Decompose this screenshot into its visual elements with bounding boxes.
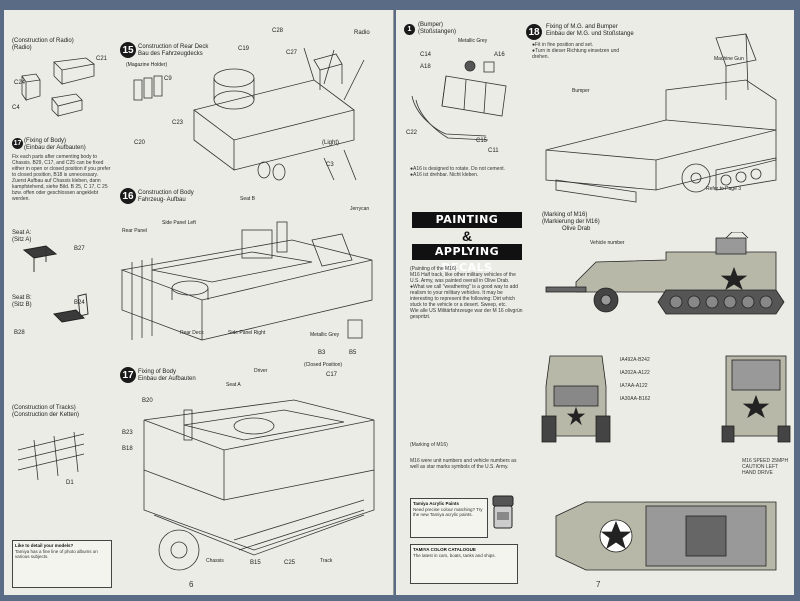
bumper-number: 1 xyxy=(404,24,415,35)
step18-drawing xyxy=(545,33,777,203)
right-page: 1 (Bumper) (Stoßstangen) Metallic Grey C… xyxy=(396,10,794,595)
step18-text: ●Fit in fine position and set.●Turn in d… xyxy=(532,42,620,60)
top-view-vehicle xyxy=(555,501,777,571)
painting-header: PAINTING & APPLYING DECALS xyxy=(412,212,522,274)
side-view-vehicle xyxy=(545,232,785,315)
bumper-drawing xyxy=(411,60,507,141)
seat-a-drawing xyxy=(22,245,58,272)
marking-top-title: (Marking of M16) (Markierung der M16) Ol… xyxy=(542,212,600,232)
left-page: (Construction of Radio) (Radio) C21 C24 … xyxy=(4,10,394,595)
seat-a-title: Seat A: (Sitz A) xyxy=(12,230,32,243)
step16-number: 16 xyxy=(120,188,136,204)
step15-number: 15 xyxy=(120,42,136,58)
step17-side-title: (Fixing of Body) (Einbau der Aufbauten) xyxy=(24,138,86,151)
step18-number: 18 xyxy=(526,24,542,40)
detail-info-box: Like to detail your models? Tamiya has a… xyxy=(12,540,112,588)
bumper-note: ●A16 is designed to rotate. Do not cemen… xyxy=(410,166,506,178)
step16-drawing xyxy=(120,221,373,341)
page-number-left: 6 xyxy=(189,580,194,589)
step17-side-number: 17 xyxy=(12,138,23,149)
marking-bottom-text: (Marking of M16) M16 were unit numbers a… xyxy=(410,442,517,470)
step16-title: Construction of Body Fahrzeug- Aufbau xyxy=(138,190,194,203)
step17-side-text: Fix each parts after cementing body to C… xyxy=(12,154,111,202)
tracks-drawing xyxy=(17,431,85,481)
number-decals: IA492A-B242 IA202A-A122 IA7AA-A122 IA30A… xyxy=(620,357,651,402)
paint-info-box: Tamiya Acrylic Paints Need precise colou… xyxy=(410,498,488,538)
step17-number: 17 xyxy=(120,367,136,383)
code-decals: M16 SPEED 25MPH CAUTION LEFT HAND DRIVE xyxy=(742,458,789,476)
step15-drawing xyxy=(133,47,365,181)
tracks-title: (Construction of Tracks) (Construction d… xyxy=(12,405,80,418)
radio-title: (Construction of Radio) (Radio) xyxy=(12,38,74,51)
step15-title: Construction of Rear Deck Bau des Fahrze… xyxy=(138,44,209,57)
catalog-info-box: TAMIYA COLOR CATALOGUE The latest in car… xyxy=(410,544,518,584)
step17-title: Fixing of Body Einbau der Aufbauten xyxy=(138,369,196,382)
step17-drawing xyxy=(143,399,375,571)
rear-view-vehicle xyxy=(721,355,791,443)
paint-jar-icon xyxy=(492,495,514,529)
seat-b-drawing xyxy=(52,293,89,323)
painting-text: (Painting of the M16) M16 Half track, li… xyxy=(410,266,523,320)
bumper-title: (Bumper) (Stoßstangen) xyxy=(418,22,457,35)
page-number-right: 7 xyxy=(596,580,601,589)
radio-drawing xyxy=(21,57,95,117)
front-view-vehicle xyxy=(541,355,611,443)
step18-title: Fixing of M.G. and Bumper Einbau der M.G… xyxy=(546,24,634,37)
seat-b-title: Seat B: (Sitz B) xyxy=(12,295,32,308)
